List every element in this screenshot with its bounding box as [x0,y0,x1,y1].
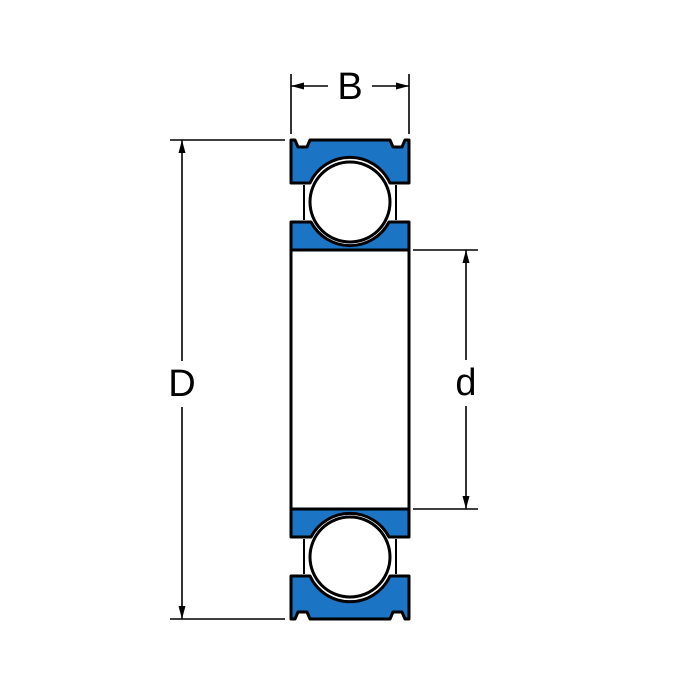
ball-top [308,160,392,244]
dim-d-bore-arrow-top [462,250,470,263]
dim-d-bore-arrow-bottom [462,496,470,509]
dim-d-bore-label: d [455,362,476,404]
dim-b-arrow-right [396,82,409,90]
dim-d-outer-arrow-bottom [178,606,186,619]
dimension-B: B [290,66,410,134]
bearing-top-section [289,138,411,252]
inner-ring-top [289,220,411,252]
outer-ring-bottom [289,574,411,621]
dim-d-outer-label: D [168,363,195,405]
inner-ring-bottom [289,507,411,539]
dimension-D: D [168,139,285,620]
dim-b-arrow-left [291,82,304,90]
bearing-bottom-section [289,507,411,621]
outer-ring-top [289,138,411,185]
dimension-d: d [413,249,478,510]
dim-b-label: B [337,66,362,108]
ball-bottom [308,515,392,599]
dim-d-outer-arrow-top [178,140,186,153]
